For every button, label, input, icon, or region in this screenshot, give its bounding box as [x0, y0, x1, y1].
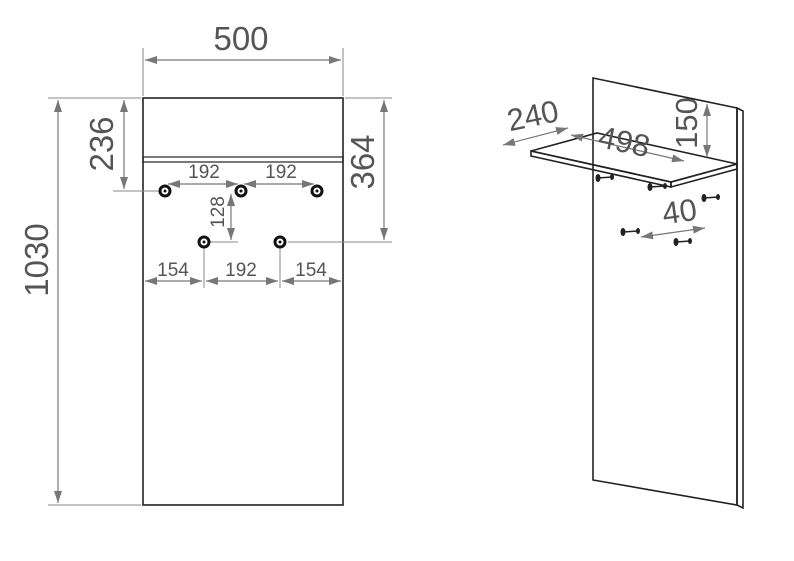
hook-icon [197, 235, 211, 249]
dim-hook-row-gap-label: 128 [208, 196, 229, 228]
hook-icon [620, 228, 640, 236]
hook-icon [273, 235, 287, 249]
front-hooks [158, 184, 324, 249]
dim-shelf-width-label: 498 [595, 119, 653, 164]
dim-shelf-depth: 240 [502, 93, 569, 146]
hook-icon [647, 183, 667, 191]
hook-icon [234, 184, 248, 198]
dim-width-label: 500 [213, 20, 268, 57]
hook-icon [158, 184, 172, 198]
hook-icon [595, 174, 614, 182]
dim-lower-hook-spacing: 154 192 154 [145, 246, 341, 288]
iso-panel-edge [736, 106, 744, 510]
dim-upper-spacing-right-label: 192 [265, 162, 297, 183]
dim-shelf-offset: 236 [83, 100, 160, 192]
dim-lower-hooks-offset: 364 [288, 97, 392, 243]
front-shelf-edge [142, 156, 344, 163]
dim-hook-projection: 40 [640, 192, 706, 240]
dim-lower-hooks-offset-label: 364 [344, 134, 381, 189]
hook-icon [310, 184, 324, 198]
hook-icon [701, 194, 720, 202]
front-view: 500 1030 236 364 192 192 [18, 20, 392, 506]
dim-upper-spacing-left-label: 192 [188, 162, 220, 183]
dim-hook-row-gap: 128 [207, 194, 238, 243]
dim-shelf-top-offset-label: 150 [669, 97, 704, 149]
dim-shelf-top-offset: 150 [669, 97, 711, 157]
front-panel-outline [142, 97, 344, 506]
dim-shelf-width: 498 [570, 119, 685, 164]
iso-hooks [595, 174, 720, 246]
dim-width: 500 [142, 20, 344, 96]
dim-shelf-offset-label: 236 [83, 116, 120, 171]
dim-lower-spacing-label: 192 [225, 260, 257, 281]
dim-upper-hook-spacing: 192 192 [168, 162, 314, 188]
dim-height-label: 1030 [18, 223, 55, 296]
dim-height: 1030 [18, 97, 141, 506]
dim-lower-left-margin-label: 154 [157, 260, 189, 281]
dim-lower-right-margin-label: 154 [295, 260, 327, 281]
hook-icon [673, 238, 692, 246]
dim-hook-projection-label: 40 [660, 192, 699, 231]
iso-view: 240 498 150 40 [502, 77, 744, 510]
